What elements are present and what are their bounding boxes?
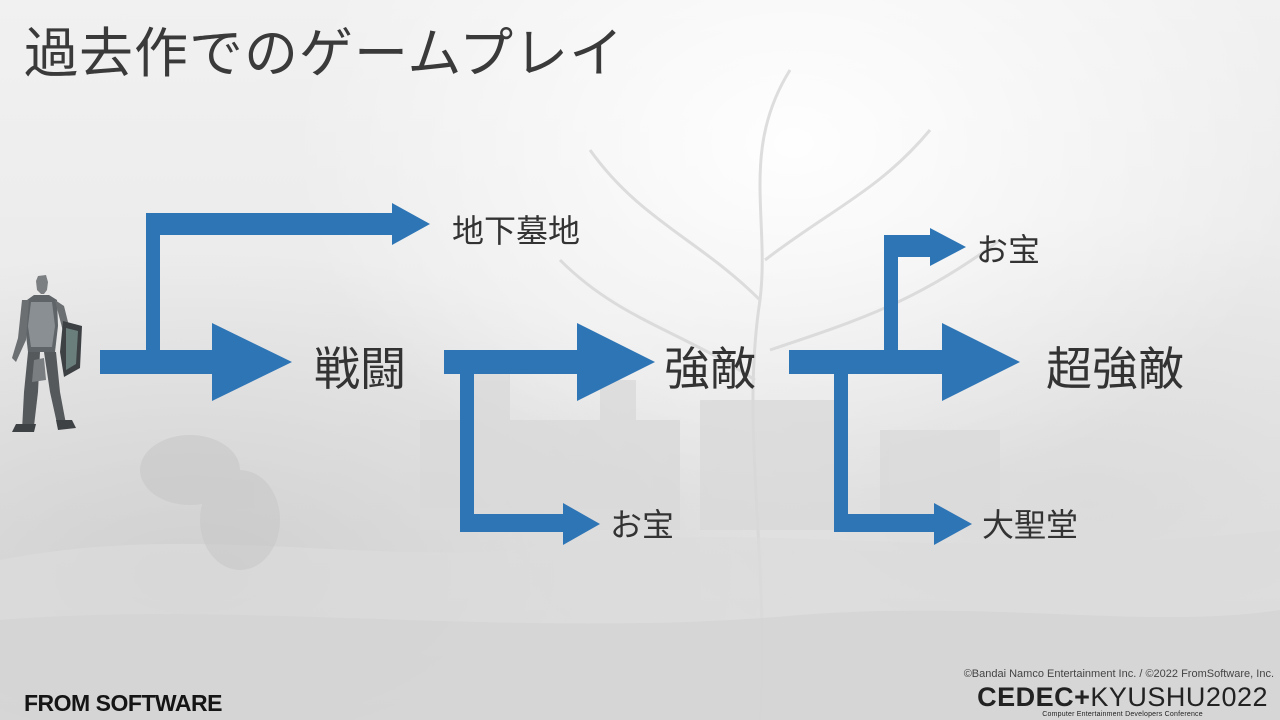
node-treasure-2: お宝 <box>976 231 1040 269</box>
slide-title: 過去作でのゲームプレイ <box>24 22 625 85</box>
cedec-kyushu-logo: CEDEC+KYUSHU2022 Computer Entertainment … <box>977 683 1268 719</box>
from-software-logo: FROM SOFTWARE <box>24 690 222 716</box>
node-treasure-1: お宝 <box>610 506 674 544</box>
cedec-logo-rest: KYUSHU2022 <box>1090 682 1268 712</box>
cedec-logo-subtitle: Computer Entertainment Developers Confer… <box>1042 711 1203 718</box>
cedec-logo-bold: CEDEC+ <box>977 682 1091 712</box>
arrow-player-to-battle <box>100 323 292 401</box>
arrow-strong-to-super <box>789 323 1020 401</box>
arrow-branch-catacomb <box>146 203 430 350</box>
node-cathedral: 大聖堂 <box>982 506 1078 544</box>
arrow-branch-treasure-2 <box>884 228 966 352</box>
node-battle: 戦闘 <box>314 342 406 396</box>
node-catacomb: 地下墓地 <box>452 212 580 250</box>
cedec-logo-main: CEDEC+KYUSHU2022 <box>977 683 1268 711</box>
arrow-battle-to-strong <box>444 323 655 401</box>
copyright-notice: ©Bandai Namco Entertainment Inc. / ©2022… <box>963 668 1274 680</box>
node-strong-enemy: 強敵 <box>664 342 756 396</box>
node-super-strong-enemy: 超強敵 <box>1046 342 1184 396</box>
player-icon <box>12 275 82 432</box>
arrow-branch-cathedral <box>834 370 972 545</box>
arrow-branch-treasure-1 <box>460 370 600 545</box>
